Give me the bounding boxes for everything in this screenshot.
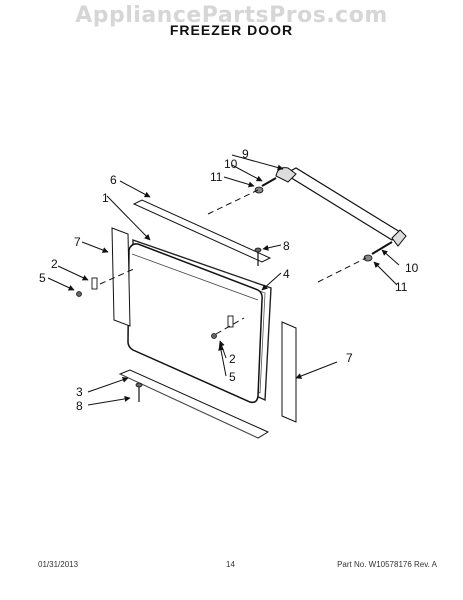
- callout-6: 6: [110, 173, 117, 187]
- callout-3: 3: [76, 385, 83, 399]
- screw-top: [254, 247, 262, 266]
- callout-11-right: 11: [395, 280, 408, 294]
- callout-10-right: 10: [405, 261, 419, 275]
- leader-lines: [47, 154, 400, 406]
- callout-7-left: 7: [74, 235, 81, 249]
- callout-5-center: 5: [229, 370, 236, 384]
- callout-10-left: 10: [224, 157, 238, 171]
- footer-part-number: Part No. W10578176 Rev. A: [337, 560, 437, 569]
- callout-11-left: 11: [210, 170, 223, 184]
- clip-left: [76, 277, 98, 297]
- footer-date: 01/31/2013: [38, 560, 79, 569]
- screw-bottom: [135, 382, 143, 402]
- callout-8-top: 8: [283, 239, 290, 253]
- top-trim-strip: [132, 199, 272, 263]
- callout-7-right: 7: [346, 351, 353, 365]
- callout-8-bottom: 8: [76, 399, 83, 413]
- callout-9: 9: [242, 147, 249, 161]
- clip-center: [211, 315, 234, 339]
- stud-left-rail: [254, 177, 277, 194]
- rail-right-end: [391, 229, 407, 247]
- watermark-text: AppliancePartsPros.com: [75, 3, 388, 28]
- callout-1: 1: [102, 191, 109, 205]
- stud-right-rail: [363, 241, 393, 262]
- footer-page-number: 14: [226, 560, 235, 569]
- page-title: FREEZER DOOR: [169, 22, 294, 38]
- alignment-lines: [99, 189, 367, 335]
- callout-5-left: 5: [39, 271, 46, 285]
- callout-4: 4: [283, 267, 290, 281]
- bottom-bracket-lip: [119, 373, 259, 439]
- door-panel: [127, 243, 263, 404]
- callout-2-left: 2: [51, 257, 58, 271]
- callout-2-center: 2: [229, 352, 236, 366]
- right-side-trim: [281, 321, 297, 423]
- door-panel-top-edge: [131, 253, 259, 301]
- slide-rail-assembly: [283, 167, 401, 241]
- left-side-trim: [111, 227, 131, 327]
